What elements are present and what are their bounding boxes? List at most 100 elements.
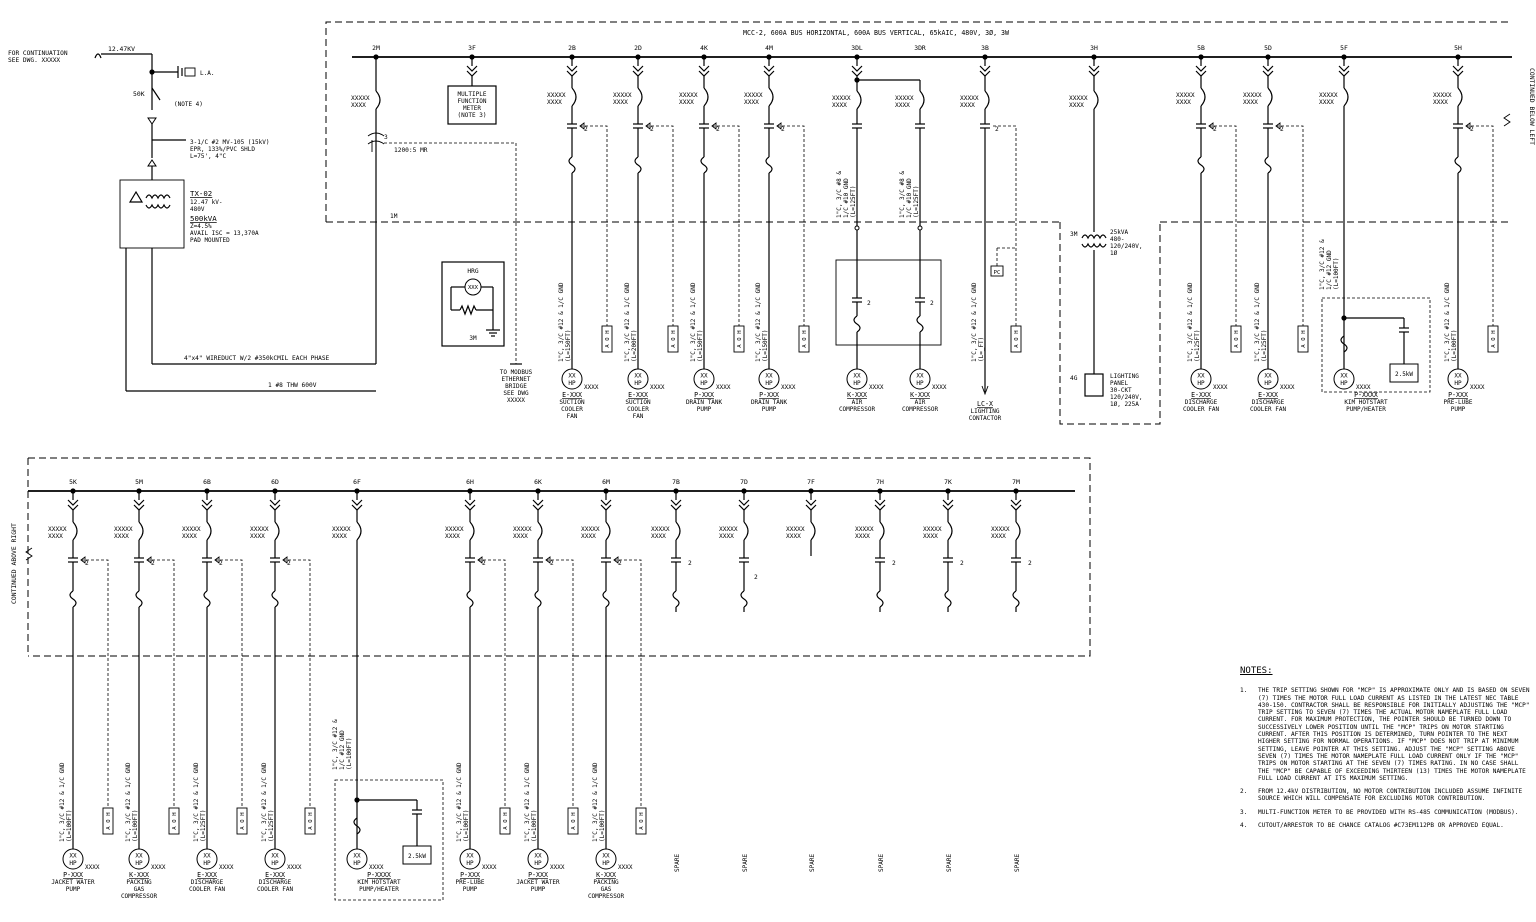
feeder-cable: 1"C, 3/C #12 & bbox=[1319, 239, 1326, 290]
equipment-desc: PUMP bbox=[66, 886, 81, 893]
equipment-desc: PUMP bbox=[463, 886, 478, 893]
hoa-o: O bbox=[737, 337, 743, 341]
mcc-top: MCC-2, 600A BUS HORIZONTAL, 600A BUS VER… bbox=[325, 21, 1536, 404]
breaker-id: XXXX bbox=[744, 99, 759, 106]
transformer-specs: Z=4.5% bbox=[190, 223, 212, 230]
continued-above-right: CONTINUED ABOVE RIGHT bbox=[10, 523, 18, 604]
unit-id: 7B bbox=[672, 478, 680, 486]
hoa-a: A bbox=[106, 826, 112, 830]
mcp-ref: 2 bbox=[867, 300, 871, 307]
unit-id: 7F bbox=[807, 478, 815, 486]
unit-id: 2D bbox=[634, 44, 642, 52]
breaker-id: XXXX bbox=[1069, 102, 1084, 109]
hoa-a: A bbox=[1234, 344, 1240, 348]
spare-label: SPARE bbox=[674, 854, 681, 872]
mcp-ref: 2 bbox=[754, 574, 758, 581]
motor-hp: XX bbox=[1340, 373, 1348, 380]
breaker-id: XXXXX bbox=[786, 526, 805, 533]
equipment-tag: E-XXX bbox=[628, 391, 648, 399]
note-4: 4.CUTOUT/ARRESTOR TO BE CHANCE CATALOG #… bbox=[1240, 822, 1504, 830]
equipment-desc: COOLER FAN bbox=[257, 886, 294, 893]
motor-hp: HP bbox=[1197, 380, 1205, 387]
hrg-meter: XXX bbox=[468, 285, 479, 291]
breaker-id: XXXX bbox=[923, 533, 938, 540]
breaker-id: XXXXX bbox=[855, 526, 874, 533]
notes-block: NOTES: 1.THE TRIP SETTING SHOWN FOR "MCP… bbox=[1240, 666, 1530, 835]
motor-hp: XX bbox=[69, 853, 77, 860]
motor-hp: HP bbox=[534, 860, 542, 867]
feeder-cable: 1"C, 3/C #12 & 1/C GND bbox=[592, 762, 599, 842]
mcp-ref: 2 bbox=[550, 560, 554, 567]
mcp-ref: 2 bbox=[716, 126, 720, 133]
feeder-cable: (L=150FT) bbox=[565, 329, 572, 362]
meter-label: FUNCTION bbox=[458, 98, 487, 105]
motor-tag: XXXX bbox=[618, 864, 633, 871]
hoa-a: A bbox=[503, 826, 509, 830]
hoa-a: A bbox=[240, 826, 246, 830]
equipment-desc: GAS bbox=[601, 886, 612, 893]
equipment-tag: P-XXX bbox=[460, 871, 480, 879]
source-voltage: 12.47KV bbox=[108, 45, 135, 53]
xfmr-rating: 1Ø bbox=[1110, 250, 1118, 257]
continuation-note: SEE DWG. XXXXX bbox=[8, 57, 60, 64]
equipment-desc: DISCHARGE bbox=[259, 879, 292, 886]
ground-conductor: 1 #8 THW 600V bbox=[268, 382, 317, 389]
unit-id: 5H bbox=[1454, 44, 1462, 52]
note-2: 2.FROM 12.4kV DISTRIBUTION, NO MOTOR CON… bbox=[1240, 788, 1523, 803]
hoa-a: A bbox=[172, 826, 178, 830]
feeder-cable: 1/C #12 GND bbox=[339, 730, 346, 770]
motor-hp: HP bbox=[353, 860, 361, 867]
equipment-desc: DRAIN TANK bbox=[686, 399, 723, 406]
breaker-id: XXXX bbox=[679, 99, 694, 106]
feeder-cable: (L=125FT) bbox=[200, 809, 207, 842]
hoa-h: H bbox=[308, 812, 314, 815]
equipment-tag: P-XXXX bbox=[367, 871, 391, 879]
hoa-a: A bbox=[737, 344, 743, 348]
photocell: PC bbox=[994, 270, 1001, 276]
breaker-id: XXXX bbox=[895, 102, 910, 109]
hoa-h: H bbox=[639, 812, 645, 815]
unit-id: 6D bbox=[271, 478, 279, 486]
equipment-desc: PACKING bbox=[593, 879, 619, 886]
feeder-cable: (L=100FT) bbox=[132, 809, 139, 842]
hoa-a: A bbox=[639, 826, 645, 830]
lighting-panel: 120/240V, bbox=[1110, 394, 1143, 401]
mcp-ref: 2 bbox=[781, 126, 785, 133]
feeder-cable: (L=100FT) bbox=[66, 809, 73, 842]
spare-label: SPARE bbox=[809, 854, 816, 872]
feeder-cable: 1"C, 3/C #8 & bbox=[899, 171, 906, 218]
mcp-ref: 2 bbox=[151, 560, 155, 567]
unit-id: 7H bbox=[876, 478, 884, 486]
motor-hp: XX bbox=[916, 373, 924, 380]
motor-tag: XXXX bbox=[1213, 384, 1228, 391]
unit-id: 7D bbox=[740, 478, 748, 486]
breaker-id: XXXXX bbox=[332, 526, 351, 533]
unit-id: 3DL bbox=[851, 44, 863, 52]
unit-id: 5M bbox=[135, 478, 143, 486]
mcp-ref: 2 bbox=[1028, 560, 1032, 567]
mcp-ref: 2 bbox=[1280, 126, 1284, 133]
heater-kw: 2.5kW bbox=[1395, 371, 1413, 378]
modbus-bridge: ETHERNET bbox=[502, 376, 531, 383]
breaker-id: XXXX bbox=[114, 533, 129, 540]
feeder-cable: 1"C, 3/C #12 & 1/C GND bbox=[971, 282, 978, 362]
breaker-id: XXXXX bbox=[651, 526, 670, 533]
mcc-title: MCC-2, 600A BUS HORIZONTAL, 600A BUS VER… bbox=[743, 29, 1009, 37]
continuation-note: FOR CONTINUATION bbox=[8, 50, 68, 57]
unit-id: 6H bbox=[466, 478, 474, 486]
transformer-kva: 500kVA bbox=[190, 214, 217, 223]
mcp-ref: 2 bbox=[995, 126, 999, 133]
equipment-desc: COOLER FAN bbox=[189, 886, 226, 893]
feeder-cable: 1"C, 3/C #12 & bbox=[332, 719, 339, 770]
breaker-id: XXXXX bbox=[1069, 95, 1088, 102]
breaker-id: XXXXX bbox=[1243, 92, 1262, 99]
